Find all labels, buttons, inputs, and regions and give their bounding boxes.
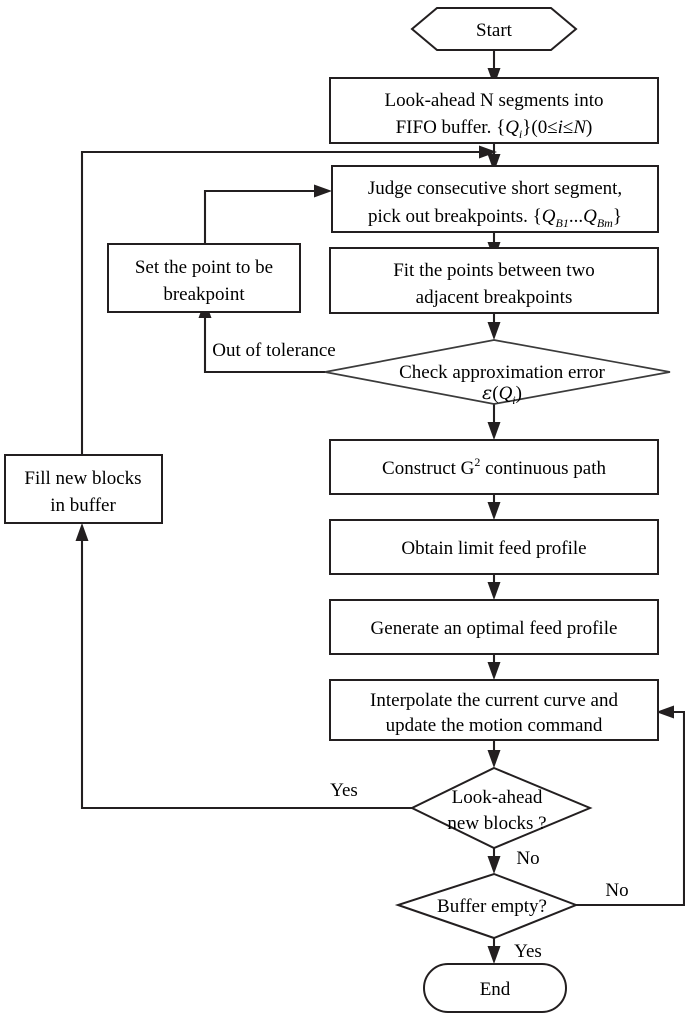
node-lookahead-line2: FIFO buffer. {Qi}(0≤i≤N) (396, 117, 593, 141)
edge-setpoint-to-judge (203, 184, 332, 244)
node-bufferempty-line1: Buffer empty? (437, 896, 547, 917)
node-judge[interactable]: Judge consecutive short segment, pick ou… (331, 165, 659, 233)
node-judge-line1: Judge consecutive short segment, (368, 178, 622, 199)
node-fillblocks-line2: in buffer (50, 495, 116, 516)
node-fit-line1: Fit the points between two (393, 260, 595, 281)
node-end[interactable]: End (423, 963, 567, 1013)
node-optimal[interactable]: Generate an optimal feed profile (329, 599, 659, 655)
node-setpoint-line1: Set the point to be (135, 257, 273, 278)
edge-label-newblocks-no: No (516, 848, 539, 869)
node-newblocks-line2: new blocks ? (447, 813, 546, 834)
node-limit[interactable]: Obtain limit feed profile (329, 519, 659, 575)
node-check-line2: ε(Qi) (482, 382, 522, 407)
edge-label-newblocks-yes: Yes (330, 780, 358, 801)
node-construct-line1: Construct G2 continuous path (382, 455, 606, 479)
node-judge-line2: pick out breakpoints. {QB1...QBm} (368, 206, 622, 230)
node-check[interactable]: Check approximation error ε(Qi) (324, 339, 671, 407)
node-check-line1: Check approximation error (399, 362, 605, 383)
edge-label-out-of-tolerance: Out of tolerance (212, 340, 335, 361)
node-end-label: End (480, 979, 511, 1000)
node-fillblocks[interactable]: Fill new blocks in buffer (4, 454, 163, 524)
node-optimal-line1: Generate an optimal feed profile (371, 618, 618, 639)
edge-fillblocks-to-judge (80, 145, 497, 455)
node-start-label: Start (476, 20, 513, 41)
node-lookahead[interactable]: Look-ahead N segments into FIFO buffer. … (329, 77, 659, 144)
node-interpolate-line1: Interpolate the current curve and (370, 690, 618, 711)
edge-limit-to-optimal (487, 574, 501, 600)
edge-label-bufferempty-no: No (605, 880, 628, 901)
node-fit-line2: adjacent breakpoints (416, 287, 573, 308)
edge-construct-to-limit (487, 494, 501, 520)
edge-newblocks-yes-to-fillblocks (75, 523, 412, 810)
node-construct[interactable]: Construct G2 continuous path (329, 439, 659, 495)
edge-bufferempty-no-to-interpolate (576, 705, 685, 907)
node-newblocks-line1: Look-ahead (452, 787, 543, 808)
node-limit-line1: Obtain limit feed profile (401, 538, 586, 559)
node-setpoint[interactable]: Set the point to be breakpoint (107, 243, 301, 313)
node-fit[interactable]: Fit the points between two adjacent brea… (329, 247, 659, 314)
node-setpoint-line2: breakpoint (163, 284, 245, 305)
node-start[interactable]: Start (410, 7, 578, 51)
edge-newblocks-to-bufferempty (487, 848, 501, 874)
edge-check-to-construct (487, 404, 501, 440)
edge-interpolate-to-newblocks (487, 740, 501, 768)
edge-bufferempty-to-end (487, 938, 501, 964)
node-fillblocks-line1: Fill new blocks (24, 468, 141, 489)
node-interpolate-line2: update the motion command (386, 715, 603, 736)
node-bufferempty[interactable]: Buffer empty? (394, 872, 579, 940)
edge-fit-to-check (487, 313, 501, 340)
node-newblocks[interactable]: Look-ahead new blocks ? (409, 766, 593, 850)
edge-label-bufferempty-yes: Yes (514, 941, 542, 962)
node-interpolate[interactable]: Interpolate the current curve and update… (329, 679, 659, 741)
node-lookahead-line1: Look-ahead N segments into (385, 90, 604, 111)
edge-optimal-to-interpolate (487, 654, 501, 680)
